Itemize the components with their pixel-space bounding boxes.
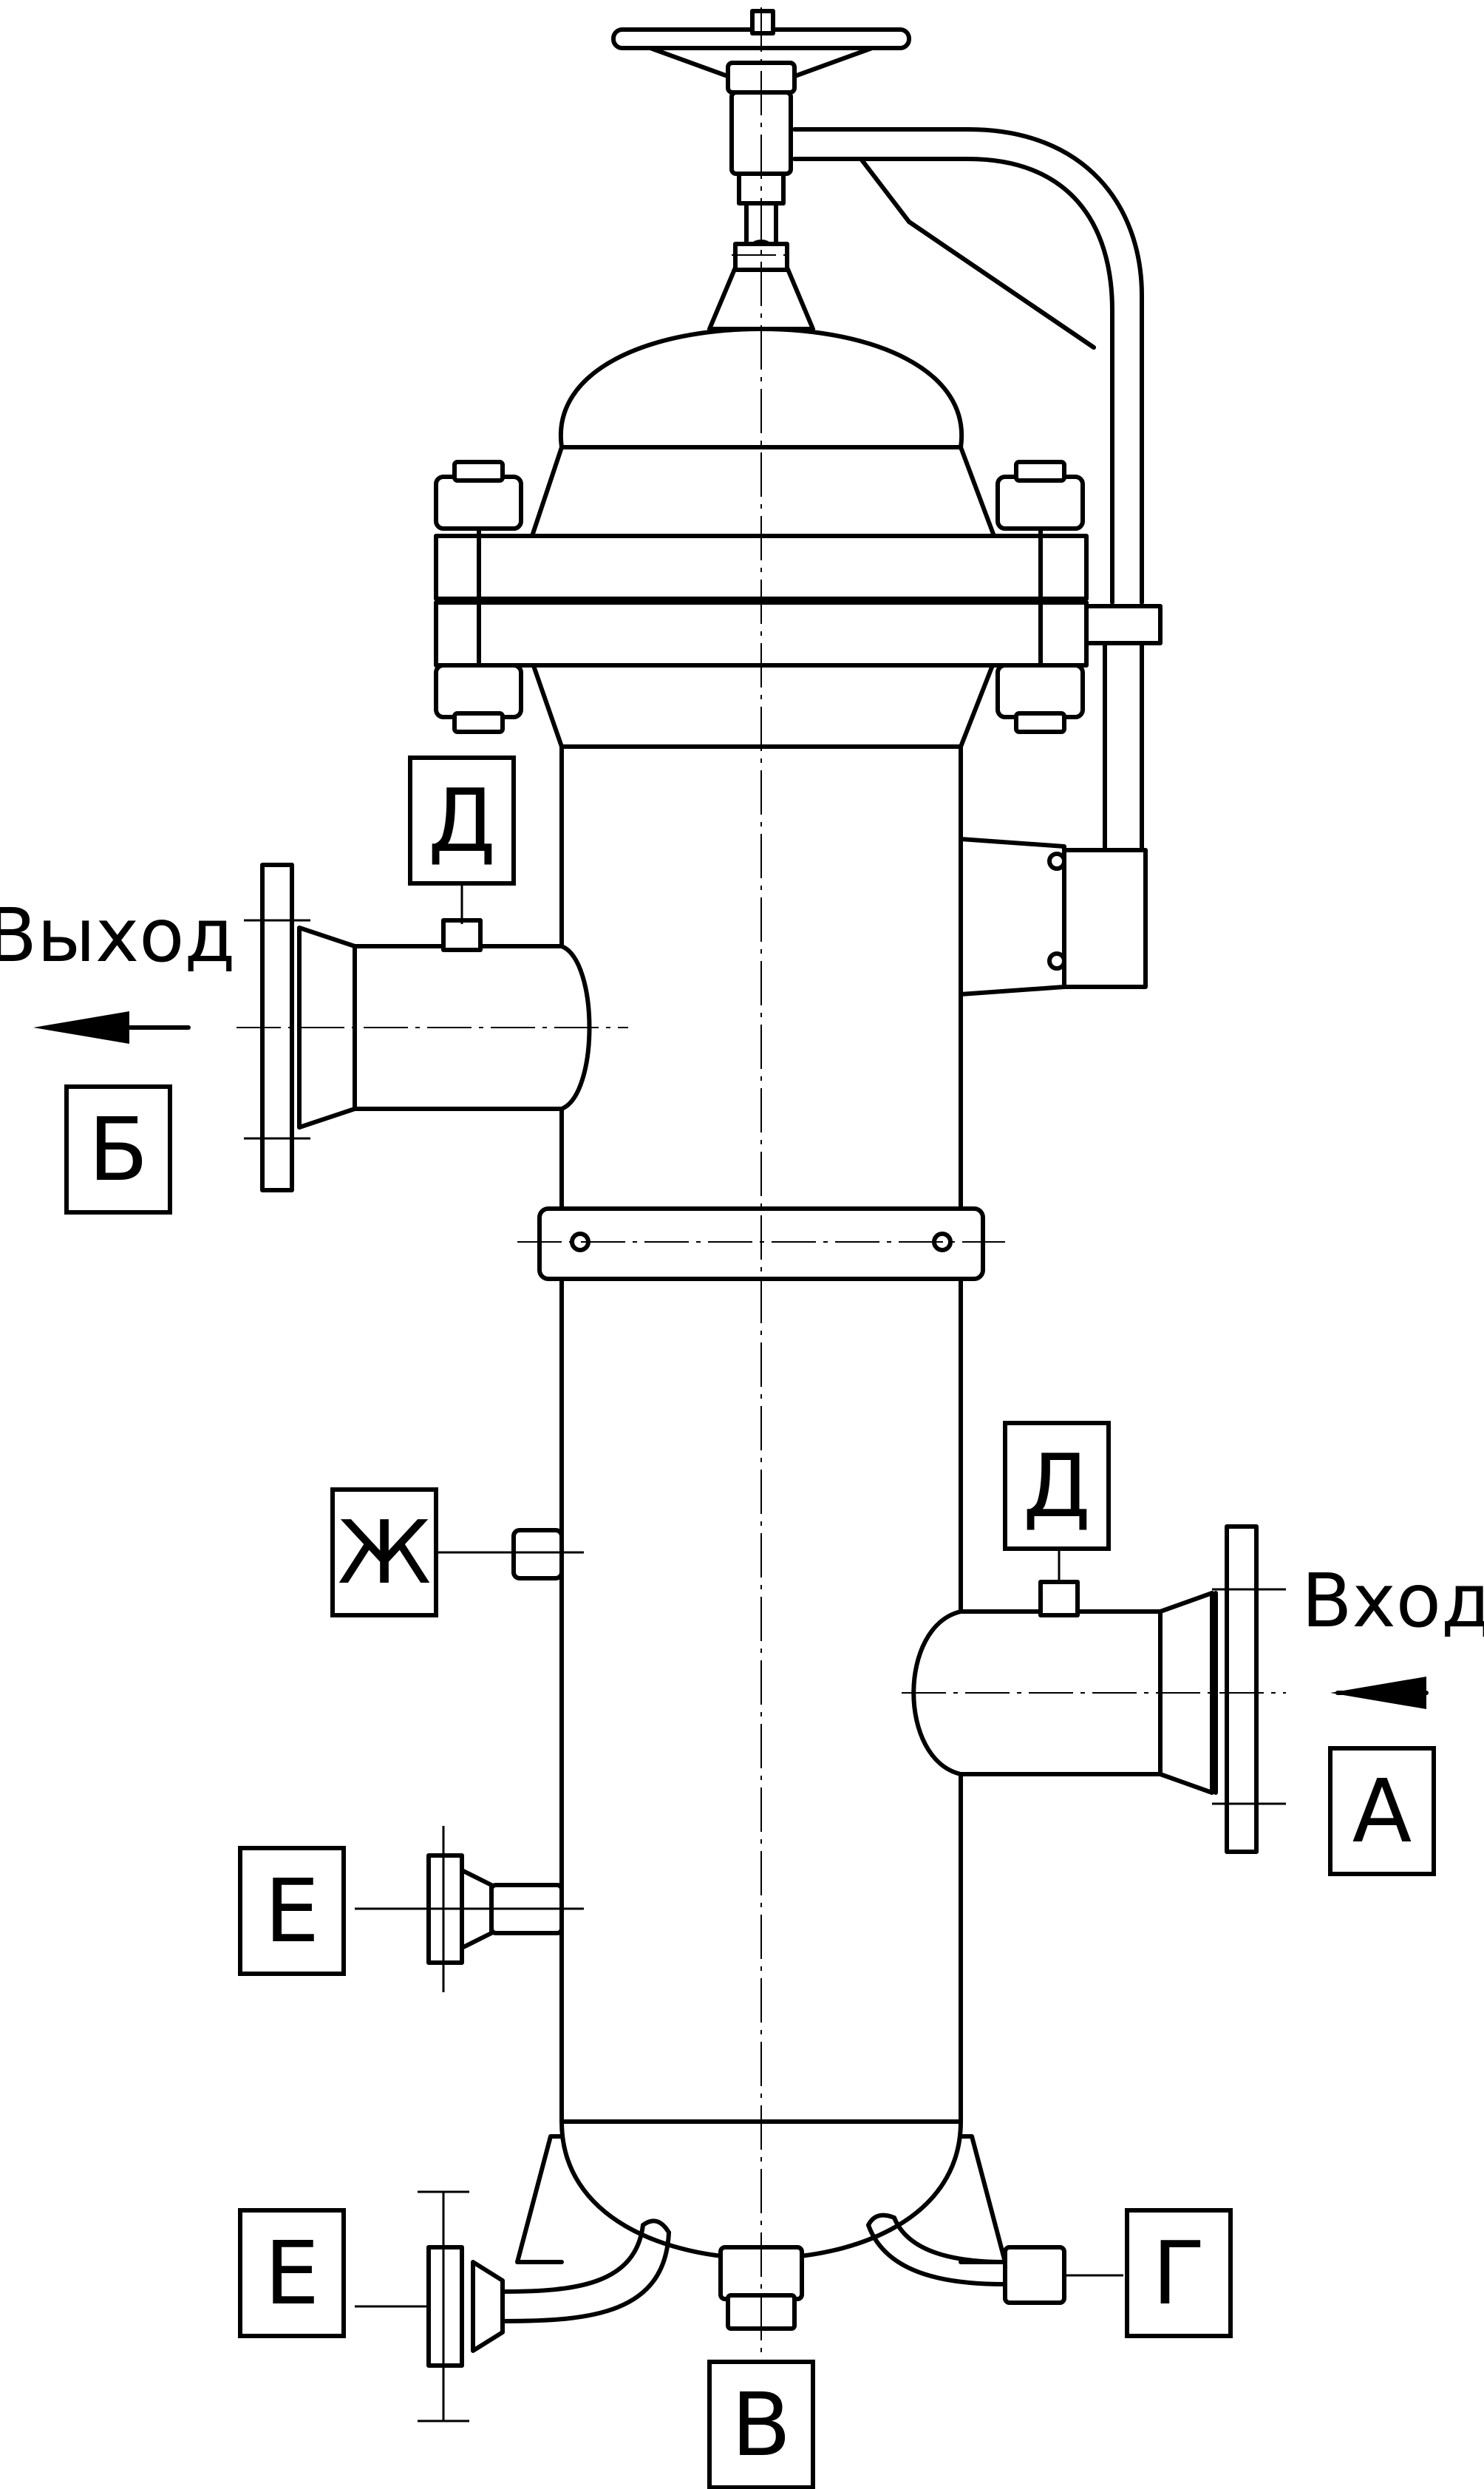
port-label-g: Г [1125, 2208, 1233, 2338]
flange-bolts [434, 460, 1085, 734]
svg-text:Д: Д [428, 770, 496, 872]
port-label-e-lower: Е [238, 2208, 346, 2338]
port-label-inlet: А [1328, 1746, 1436, 1876]
port-label-v: В [707, 2360, 815, 2489]
svg-text:Г: Г [1152, 2222, 1205, 2324]
port-label-outlet: Б [64, 1084, 172, 1215]
outlet-arrow-icon [33, 1011, 191, 1044]
bottom-right-drain-pipe [866, 2213, 1066, 2305]
nozzle-zh [511, 1528, 564, 1580]
port-label-d-top: Д [408, 755, 516, 886]
bypass-tube [792, 127, 1163, 996]
outlet-word: Выход [0, 892, 236, 979]
centerlines [236, 7, 1286, 2403]
svg-text:Б: Б [89, 1099, 149, 1201]
support-leg-left [515, 2134, 564, 2264]
port-label-e-upper: Е [238, 1846, 346, 1976]
support-leg-right [959, 2134, 1007, 2264]
small-nozzles [426, 1528, 564, 1992]
svg-text:Д: Д [1023, 1435, 1091, 1537]
svg-text:А: А [1352, 1760, 1412, 1862]
port-label-zh: Ж [330, 1487, 438, 1617]
port-label-d-bottom: Д [1003, 1421, 1111, 1551]
svg-text:Ж: Ж [337, 1501, 431, 1603]
svg-text:Е: Е [265, 2222, 320, 2324]
inlet-nozzle [911, 1524, 1286, 1854]
bottom-left-drain-pipe [418, 2190, 671, 2422]
inlet-word: Вход [1301, 1558, 1484, 1644]
flow-arrows [33, 1011, 1429, 1709]
upper-section [434, 257, 1089, 749]
svg-text:Е: Е [265, 1860, 320, 1962]
svg-text:В: В [732, 2374, 792, 2476]
inlet-arrow-icon [1330, 1677, 1429, 1709]
